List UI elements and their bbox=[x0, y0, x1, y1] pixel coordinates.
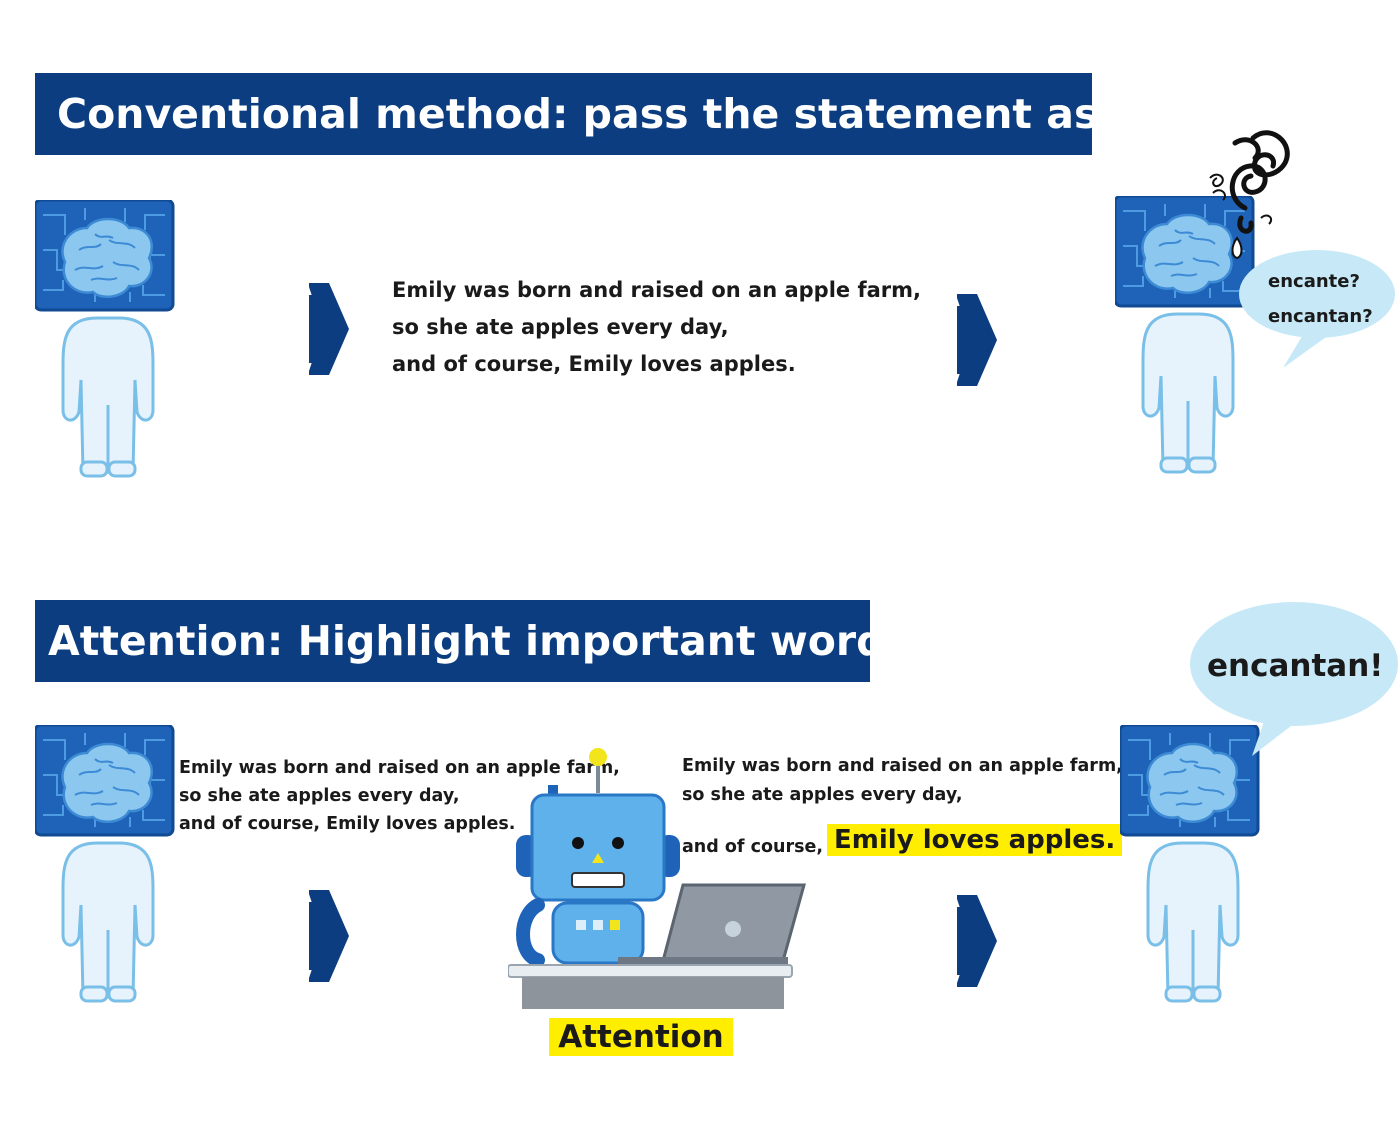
arrow-right-icon bbox=[957, 895, 997, 987]
person-brain-input-bottom bbox=[35, 725, 175, 1003]
sentence-line: and of course, Emily loves apples. bbox=[392, 352, 796, 376]
arrow-right-icon bbox=[957, 294, 997, 386]
bubble-text-answer: encantan! bbox=[1207, 648, 1384, 684]
highlighted-phrase: Emily loves apples. bbox=[827, 823, 1123, 856]
section-title-attention: Attention: Highlight important words bbox=[35, 600, 910, 682]
output-sentence-attention: Emily was born and raised on an apple fa… bbox=[682, 756, 1123, 856]
sentence-line: Emily was born and raised on an apple fa… bbox=[682, 756, 1123, 776]
person-brain-understood bbox=[1120, 725, 1260, 1003]
sentence-line: so she ate apples every day, bbox=[682, 785, 963, 805]
sentence-line: so she ate apples every day, bbox=[392, 315, 729, 339]
robot-laptop-icon bbox=[508, 748, 806, 1009]
confusion-swirl-icon bbox=[1209, 130, 1290, 260]
sentence-line: and of course, Emily loves apples. bbox=[179, 814, 516, 834]
bubble-text-guess-2: encantan? bbox=[1268, 306, 1373, 327]
arrow-right-icon bbox=[309, 283, 349, 375]
input-sentence: Emily was born and raised on an apple fa… bbox=[392, 280, 921, 391]
sentence-line-highlighted: and of course, Emily loves apples. bbox=[682, 816, 1123, 856]
sentence-line: Emily was born and raised on an apple fa… bbox=[179, 758, 620, 778]
section-title-conventional: Conventional method: pass the statement … bbox=[35, 73, 1151, 155]
bubble-text-guess-1: encante? bbox=[1268, 271, 1360, 292]
attention-label: Attention bbox=[549, 1018, 733, 1056]
speech-bubble-question bbox=[1239, 250, 1395, 368]
arrow-right-icon bbox=[309, 890, 349, 982]
person-brain-input-top bbox=[35, 200, 175, 478]
sentence-line: so she ate apples every day, bbox=[179, 786, 460, 806]
sentence-line: and of course, bbox=[682, 836, 824, 857]
sentence-line: Emily was born and raised on an apple fa… bbox=[392, 278, 921, 302]
speech-bubble-answer bbox=[1190, 602, 1398, 756]
input-sentence-attention: Emily was born and raised on an apple fa… bbox=[179, 758, 620, 844]
